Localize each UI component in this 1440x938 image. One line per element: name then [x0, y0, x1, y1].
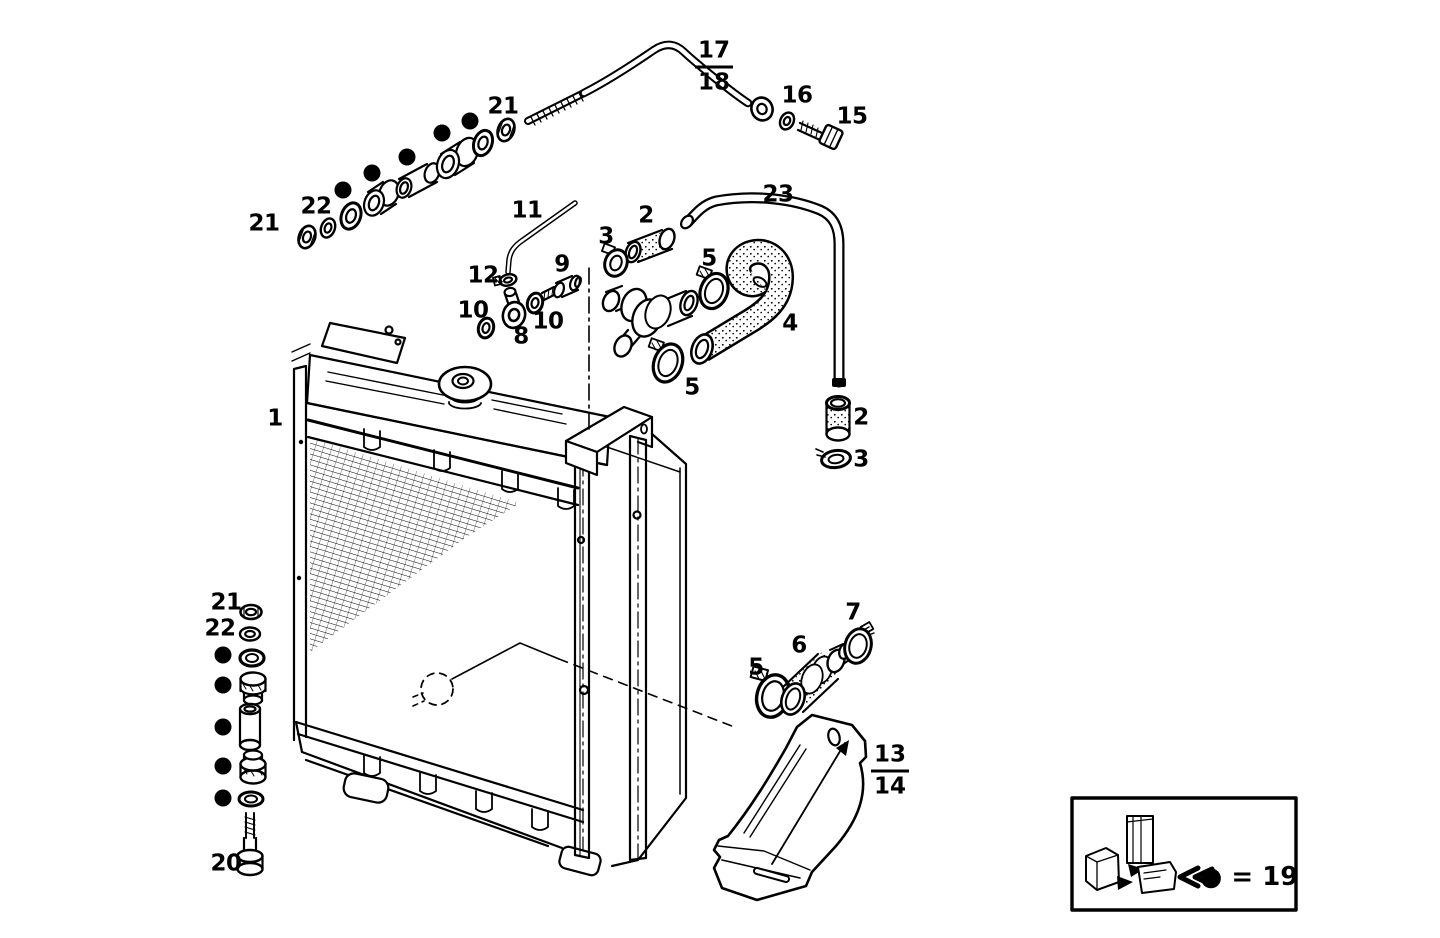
callout-7: 7	[845, 599, 861, 626]
flat-parts-box-icon	[1085, 847, 1133, 891]
upright-carton-icon	[1126, 815, 1154, 877]
callout-21-b: 21	[487, 93, 519, 120]
spacer-sleeve	[238, 702, 262, 752]
washer-16-drawing	[778, 111, 796, 131]
mounting-kit-top-drawing	[297, 112, 516, 250]
washer-10-left	[476, 316, 496, 340]
nut-21-left	[297, 224, 317, 250]
clamp-3-lower-drawing	[815, 448, 852, 470]
spacer-tube	[395, 162, 441, 199]
bracket-13-14-drawing	[712, 713, 868, 902]
column-washer-plain	[237, 790, 265, 808]
water-union-drawing	[601, 284, 699, 358]
bolt-20-drawing	[236, 812, 264, 877]
radiator-drawing	[291, 267, 738, 877]
callout-3-b: 3	[853, 446, 869, 473]
callout-2-a: 2	[638, 202, 654, 229]
callout-18: 18	[697, 69, 731, 96]
hose-4-drawing	[689, 238, 794, 365]
banjo-union-8	[501, 286, 527, 330]
callout-5-b: 5	[684, 374, 700, 401]
clamp-5-top-drawing	[695, 265, 730, 311]
callout-10-b: 10	[532, 308, 564, 335]
clamp-7-drawing	[843, 621, 875, 665]
clip-12-drawing	[492, 273, 518, 287]
callout-6: 6	[791, 632, 807, 659]
callout-17: 17	[694, 39, 734, 69]
sleeve-2-drawing	[825, 395, 851, 442]
filler-cap	[437, 365, 493, 410]
callout-22-b: 22	[204, 615, 236, 642]
callout-15: 15	[836, 103, 868, 130]
overflow-pipe-drawing	[524, 40, 774, 126]
rubber-mount-lower	[239, 749, 267, 785]
callout-20: 20	[210, 850, 242, 877]
kit-marker-dots	[334, 112, 479, 199]
callout-11: 11	[511, 197, 543, 224]
nut-21-right	[496, 117, 516, 143]
callout-5-a: 5	[701, 245, 717, 272]
union-bush-2	[435, 136, 480, 180]
callout-17-18: 17 18	[694, 39, 734, 96]
pipe-11-drawing	[505, 200, 578, 275]
callout-3-a: 3	[598, 223, 614, 250]
washer-10-right	[525, 291, 545, 315]
kit-marker-dots-left	[214, 646, 232, 807]
legend-equation: ● = 19	[1199, 862, 1299, 892]
mounting-kit-left-drawing	[214, 603, 267, 877]
small-parts-box-icon	[1137, 861, 1177, 894]
clamp-3-upper-drawing	[601, 242, 629, 278]
callout-9: 9	[554, 251, 570, 278]
ring-washer	[339, 201, 363, 231]
callout-8: 8	[513, 323, 529, 350]
callout-21-c: 21	[210, 589, 242, 616]
banjo-group-drawing	[476, 274, 583, 340]
ring-washer-2	[471, 128, 495, 158]
banjo-bolt-9	[540, 274, 583, 302]
callout-5-c: 5	[748, 654, 764, 681]
callout-23: 23	[762, 181, 794, 208]
column-nut-21	[239, 603, 263, 621]
washer-22	[319, 217, 337, 239]
tube-2-upper-drawing	[624, 227, 676, 264]
callout-10-a: 10	[457, 297, 489, 324]
callout-16: 16	[781, 82, 813, 109]
connector-6-drawing	[780, 642, 852, 716]
rubber-mount-upper	[239, 671, 267, 706]
clamp-5-bottom-drawing	[647, 337, 685, 384]
callout-12: 12	[467, 262, 499, 289]
callout-22-a: 22	[300, 193, 332, 220]
hose-23-drawing	[679, 192, 846, 388]
callout-1: 1	[267, 405, 283, 432]
column-ring-washer	[238, 648, 266, 668]
callout-21-a: 21	[248, 210, 280, 237]
legend-box	[1070, 796, 1298, 912]
chevron-arrow-icon	[1177, 865, 1215, 889]
callout-13-14: 13 14	[870, 743, 910, 800]
callout-14: 14	[873, 773, 907, 800]
pipe-eyelet	[750, 96, 774, 122]
callout-4: 4	[782, 310, 798, 337]
callout-2-b: 2	[853, 404, 869, 431]
callout-13: 13	[870, 743, 910, 773]
union-bush	[362, 179, 401, 217]
bolt-15-drawing	[796, 120, 844, 151]
column-washer-22	[238, 626, 262, 642]
